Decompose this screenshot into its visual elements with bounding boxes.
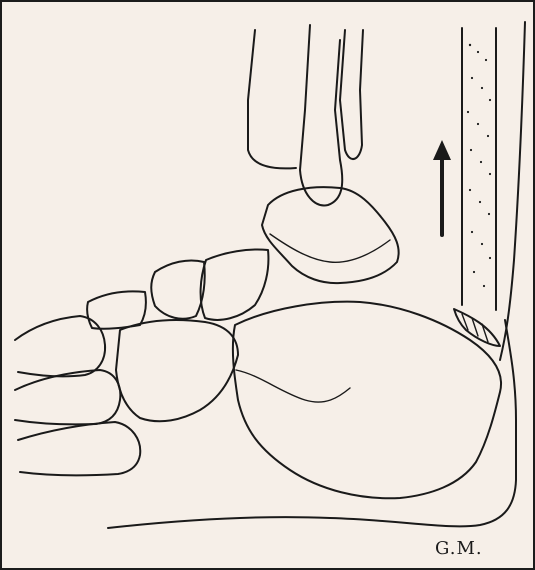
talus-inner-line bbox=[270, 234, 390, 262]
metatarsal-3 bbox=[18, 422, 140, 475]
posterior-leg-outline bbox=[500, 22, 525, 360]
calcaneus bbox=[233, 302, 501, 499]
tibia-medial-malleolus bbox=[300, 25, 342, 205]
up-arrow-icon bbox=[433, 140, 451, 235]
fibula-outline bbox=[340, 30, 363, 159]
plantar-outline bbox=[108, 320, 516, 528]
talus bbox=[262, 187, 399, 283]
metatarsal-2 bbox=[15, 370, 120, 424]
tibia-anterior-outline bbox=[248, 30, 296, 168]
cuboid bbox=[116, 320, 238, 421]
artist-signature: G.M. bbox=[435, 538, 483, 559]
navicular bbox=[201, 249, 269, 319]
tibia-fibula bbox=[248, 25, 363, 205]
achilles-insertion bbox=[454, 309, 500, 346]
cuneiform-1 bbox=[151, 260, 204, 318]
achilles-tendon bbox=[454, 22, 525, 360]
calcaneus-inner-line bbox=[236, 370, 350, 402]
